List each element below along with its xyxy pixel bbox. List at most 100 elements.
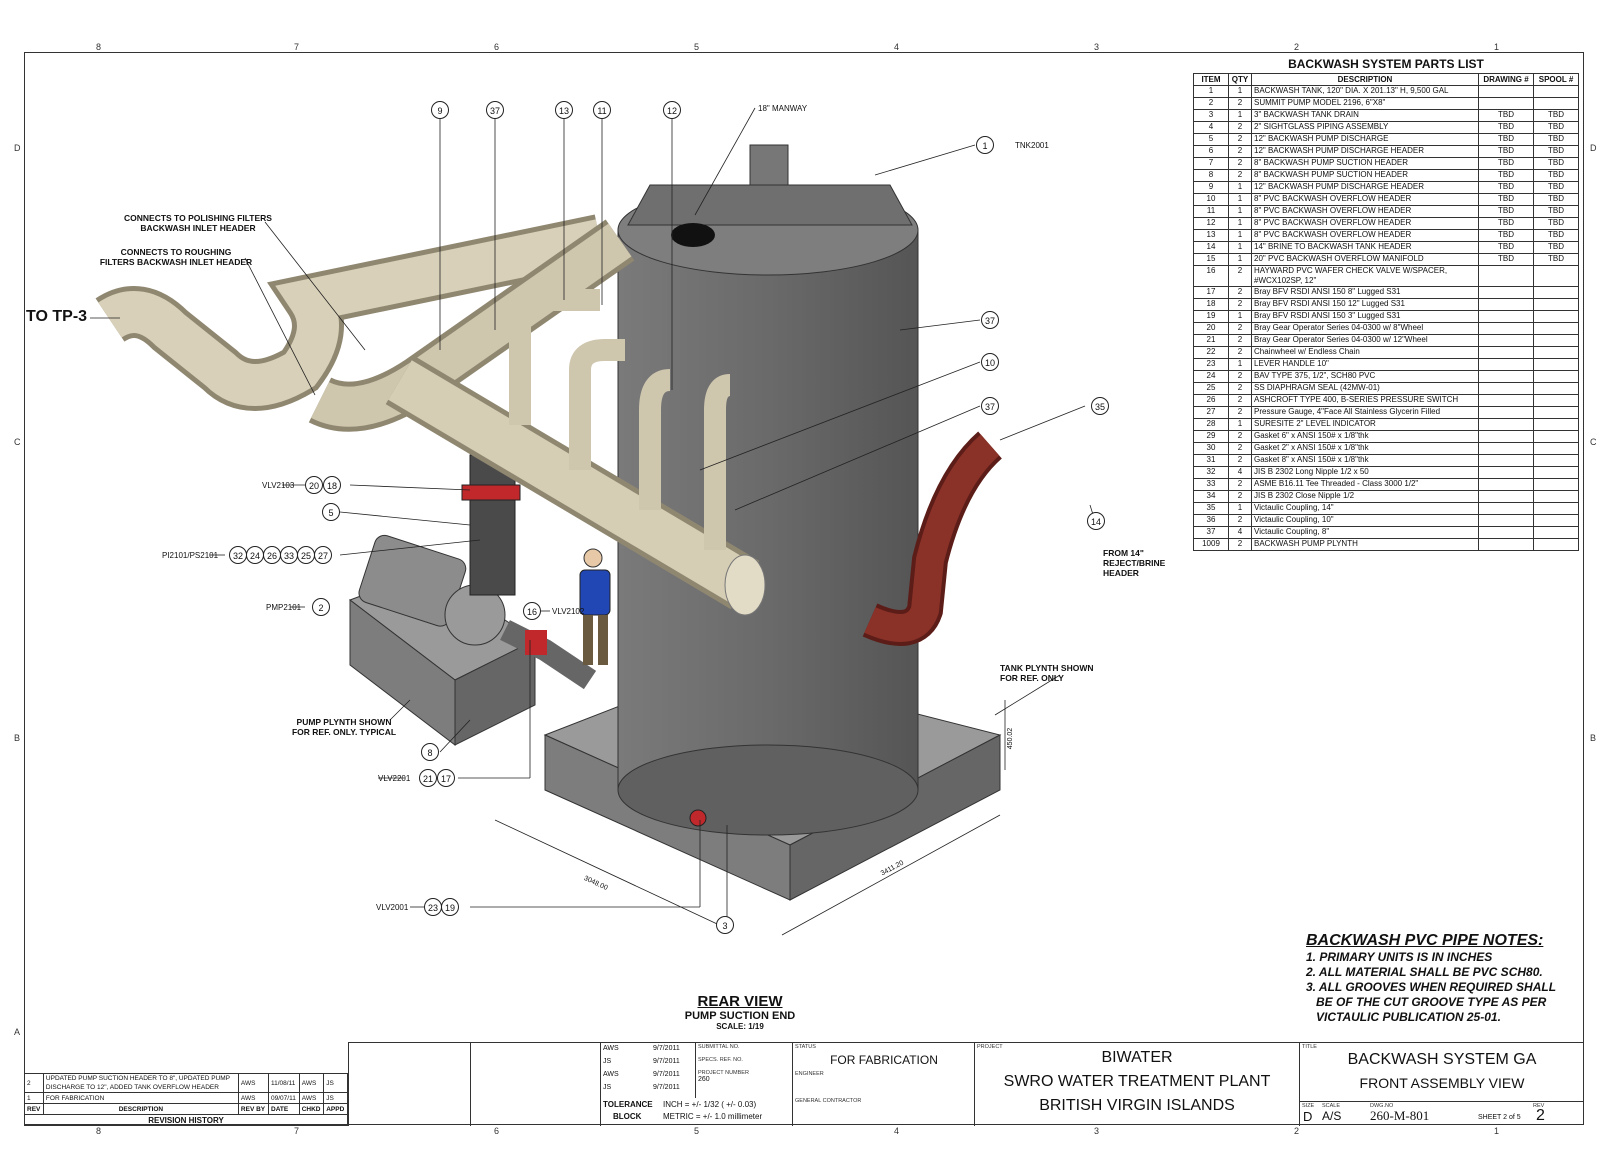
parts-cell: Chainwheel w/ Endless Chain	[1251, 346, 1479, 359]
parts-cell: TBD	[1533, 157, 1579, 170]
parts-cell: 8" BACKWASH PUMP SUCTION HEADER	[1251, 157, 1479, 170]
rev-col: DESCRIPTION	[42, 1103, 239, 1115]
parts-cell: 2	[1228, 442, 1252, 455]
parts-cell	[1478, 490, 1534, 503]
parts-cell	[1533, 526, 1579, 539]
project-number: 260	[698, 1076, 710, 1083]
parts-cell: 33	[1193, 478, 1229, 491]
parts-cell: ASHCROFT TYPE 400, B-SERIES PRESSURE SWI…	[1251, 394, 1479, 407]
parts-cell	[1478, 322, 1534, 335]
parts-cell: Bray BFV RSDI ANSI 150 3" Lugged S31	[1251, 310, 1479, 323]
parts-cell	[1478, 298, 1534, 311]
revision-cell: FOR FABRICATION	[42, 1092, 239, 1104]
parts-cell	[1478, 382, 1534, 395]
dim-height: 450.02	[1007, 727, 1015, 750]
parts-cell: 1	[1228, 205, 1252, 218]
zone-col: 1	[1494, 42, 1500, 52]
sheet-border	[24, 52, 1584, 1125]
parts-cell: Bray BFV RSDI ANSI 150 8" Lugged S31	[1251, 286, 1479, 299]
parts-cell: 1	[1228, 358, 1252, 371]
worker-figure	[579, 548, 611, 665]
parts-cell: JIS B 2302 Long Nipple 1/2 x 50	[1251, 466, 1479, 479]
parts-cell: 1	[1228, 229, 1252, 242]
parts-cell	[1478, 526, 1534, 539]
parts-cell	[1478, 97, 1534, 110]
parts-cell: TBD	[1533, 229, 1579, 242]
parts-cell: Victaulic Coupling, 10"	[1251, 514, 1479, 527]
parts-cell: ASME B16.11 Tee Threaded - Class 3000 1/…	[1251, 478, 1479, 491]
parts-cell	[1533, 490, 1579, 503]
revision-cell: JS	[323, 1073, 348, 1093]
parts-cell	[1478, 394, 1534, 407]
revision-header-row: REV DESCRIPTION REV BY DATE CHKD APPD	[24, 1103, 348, 1115]
parts-cell: TBD	[1533, 241, 1579, 254]
parts-cell: 2	[1228, 370, 1252, 383]
tolerance-label: TOLERANCE	[603, 1100, 653, 1109]
drawn-by: AWS	[603, 1045, 619, 1052]
note-line: 3. ALL GROOVES WHEN REQUIRED SHALL	[1306, 980, 1557, 994]
parts-cell	[1533, 502, 1579, 515]
parts-cell: Gasket 8" x ANSI 150# x 1/8"thk	[1251, 454, 1479, 467]
parts-cell: Bray Gear Operator Series 04-0300 w/ 12"…	[1251, 334, 1479, 347]
callout-10: 10	[981, 353, 999, 371]
parts-cell	[1533, 346, 1579, 359]
submittal-label: SUBMITTAL NO.	[698, 1044, 740, 1050]
parts-cell	[1478, 286, 1534, 299]
label-vlv2001: VLV2001	[376, 903, 409, 912]
parts-cell: 1	[1228, 85, 1252, 98]
status-value: FOR FABRICATION	[830, 1053, 938, 1067]
zone-col: 8	[96, 42, 102, 52]
callout-25: 25	[297, 546, 315, 564]
parts-cell: 2	[1228, 430, 1252, 443]
zone-col: 4	[894, 1126, 900, 1136]
parts-cell: Victaulic Coupling, 14"	[1251, 502, 1479, 515]
parts-cell: 32	[1193, 466, 1229, 479]
zone-col: 8	[96, 1126, 102, 1136]
parts-cell	[1533, 85, 1579, 98]
parts-cell: 4	[1228, 526, 1252, 539]
parts-cell: 37	[1193, 526, 1229, 539]
tb-title: TITLE BACKWASH SYSTEM GA FRONT ASSEMBLY …	[1299, 1043, 1584, 1101]
note-line: BE OF THE CUT GROOVE TYPE AS PER	[1316, 995, 1547, 1009]
label-vlv2201: VLV2201	[378, 774, 411, 783]
parts-cell: 23	[1193, 358, 1229, 371]
revision-cell: JS	[323, 1092, 348, 1104]
drawn-date: 9/7/2011	[653, 1045, 680, 1052]
parts-cell: Victaulic Coupling, 8"	[1251, 526, 1479, 539]
parts-cell: 18	[1193, 298, 1229, 311]
parts-cell: 30	[1193, 442, 1229, 455]
parts-cell	[1533, 370, 1579, 383]
parts-cell: 2	[1228, 538, 1252, 551]
parts-cell: 12" BACKWASH PUMP DISCHARGE HEADER	[1251, 181, 1479, 194]
parts-cell	[1478, 265, 1534, 287]
tb-status: STATUS FOR FABRICATION ENGINEER GENERAL …	[792, 1043, 974, 1126]
parts-cell: 1009	[1193, 538, 1229, 551]
parts-cell: 2	[1228, 286, 1252, 299]
parts-cell: 36	[1193, 514, 1229, 527]
parts-cell: 17	[1193, 286, 1229, 299]
sheet-number: SHEET 2 of 5	[1478, 1114, 1521, 1121]
zone-col: 5	[694, 42, 700, 52]
parts-cell: Gasket 6" x ANSI 150# x 1/8"thk	[1251, 430, 1479, 443]
parts-cell: 8" BACKWASH PUMP SUCTION HEADER	[1251, 169, 1479, 182]
revision-cell: 2	[24, 1073, 44, 1093]
parts-cell: 4	[1228, 466, 1252, 479]
parts-cell: 2	[1228, 157, 1252, 170]
revision-cell: 1	[24, 1092, 44, 1104]
col-qty: QTY	[1228, 73, 1252, 86]
zone-col: 5	[694, 1126, 700, 1136]
parts-cell: 8" PVC BACKWASH OVERFLOW HEADER	[1251, 193, 1479, 206]
isometric-drawing	[90, 107, 1096, 936]
parts-cell	[1533, 454, 1579, 467]
parts-cell: TBD	[1533, 121, 1579, 134]
parts-cell	[1478, 430, 1534, 443]
